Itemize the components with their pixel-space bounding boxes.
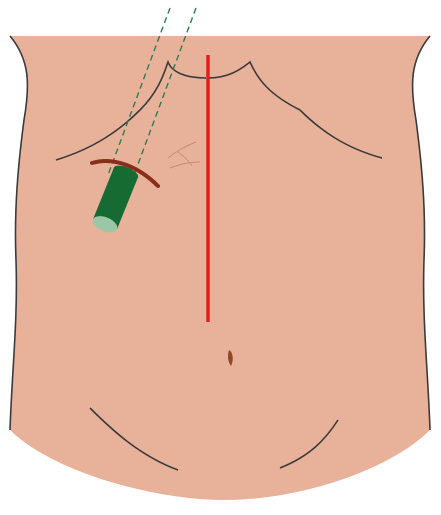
torso-body (10, 36, 430, 500)
